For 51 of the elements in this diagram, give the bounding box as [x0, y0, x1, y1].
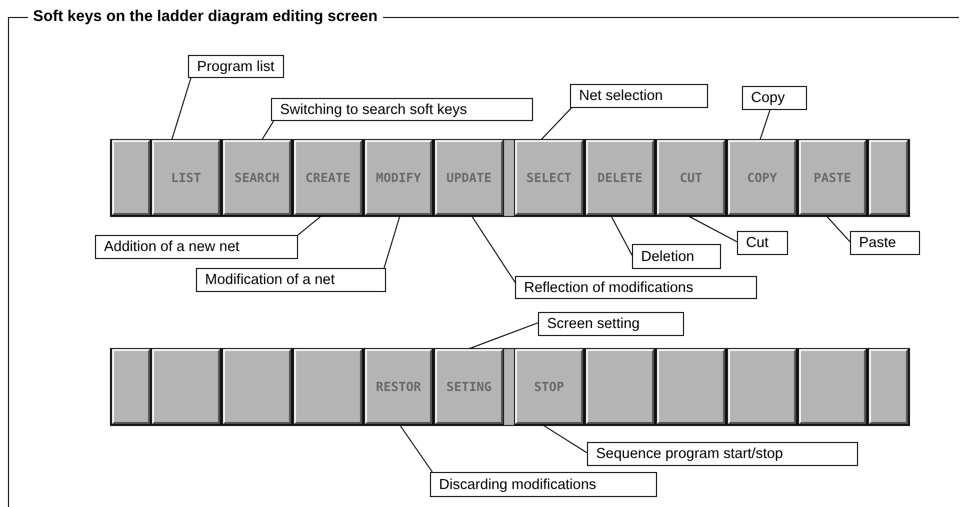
leader-line: [468, 322, 538, 350]
leader-line: [540, 108, 572, 140]
soft-key: [112, 349, 150, 424]
callout-label: Paste: [850, 231, 920, 255]
leader-line: [298, 216, 322, 236]
leader-line: [542, 424, 588, 454]
callout-label: Sequence program start/stop: [587, 442, 858, 466]
soft-key: UPDATE: [435, 140, 503, 215]
soft-key: [728, 349, 796, 424]
soft-key: DELETE: [586, 140, 654, 215]
callout-label: Program list: [188, 55, 284, 78]
soft-key: LIST: [152, 140, 220, 215]
leader-line: [261, 120, 274, 140]
soft-key: RESTOR: [365, 349, 432, 424]
diagram-title: Soft keys on the ladder diagram editing screen: [28, 8, 383, 26]
callout-label: Reflection of modifications: [515, 276, 757, 299]
leader-line: [471, 216, 516, 283]
soft-key: PASTE: [799, 140, 866, 215]
callout-label: Discarding modifications: [430, 472, 657, 497]
soft-key: STOP: [515, 349, 583, 424]
soft-key: CREATE: [294, 140, 362, 215]
leader-line: [171, 78, 192, 140]
soft-key: SETING: [435, 349, 503, 424]
callout-label: Switching to search soft keys: [271, 98, 533, 121]
leader-line: [399, 424, 433, 472]
soft-key: [152, 349, 220, 424]
leader-line: [610, 216, 632, 256]
callout-label: Copy: [742, 86, 807, 110]
soft-key: MODIFY: [365, 140, 432, 215]
callout-label: Deletion: [632, 244, 721, 269]
soft-key: [586, 349, 654, 424]
callout-label: Screen setting: [538, 312, 684, 336]
callout-label: Addition of a new net: [95, 235, 298, 259]
soft-key: [657, 349, 725, 424]
soft-key: COPY: [728, 140, 796, 215]
leader-line: [688, 216, 738, 242]
leader-line: [826, 216, 850, 242]
callout-label: Net selection: [570, 84, 708, 108]
soft-key: [799, 349, 866, 424]
soft-key: [112, 140, 150, 215]
soft-key: [869, 349, 908, 424]
soft-key: [294, 349, 362, 424]
soft-key: [223, 349, 291, 424]
soft-key: [869, 140, 908, 215]
soft-key: CUT: [657, 140, 725, 215]
leader-line: [384, 216, 400, 268]
leader-line: [759, 110, 770, 140]
soft-key: SEARCH: [223, 140, 291, 215]
callout-label: Cut: [737, 231, 788, 255]
soft-key: SELECT: [515, 140, 583, 215]
callout-label: Modification of a net: [196, 268, 386, 292]
